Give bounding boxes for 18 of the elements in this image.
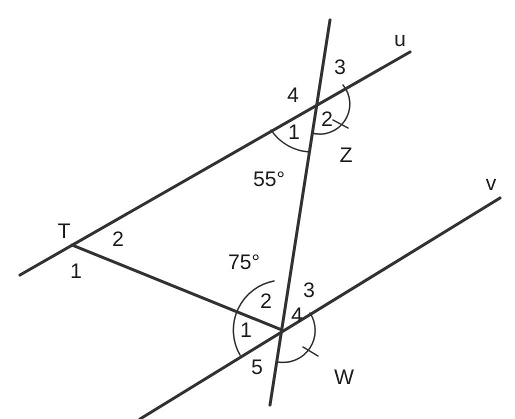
angle-number: 4: [287, 85, 299, 107]
angle-number: 1: [70, 261, 82, 283]
point-label: Z: [340, 145, 352, 167]
angle-measure: 75°: [228, 252, 260, 274]
angle-number: 1: [288, 122, 300, 144]
line-label: v: [486, 173, 496, 195]
point-label: W: [334, 367, 354, 389]
angle-number: 2: [321, 109, 333, 131]
angle-number: 4: [291, 305, 303, 327]
angle-measure: 55°: [253, 169, 285, 191]
line-label: u: [394, 29, 406, 51]
angle-number: 3: [334, 57, 346, 79]
angle-number: 2: [260, 291, 272, 313]
point-label: T: [58, 221, 70, 243]
angle-number: 1: [240, 320, 252, 342]
angle-number: 5: [251, 357, 263, 379]
angle-number: 2: [112, 229, 124, 251]
angle-number: 3: [303, 280, 315, 302]
